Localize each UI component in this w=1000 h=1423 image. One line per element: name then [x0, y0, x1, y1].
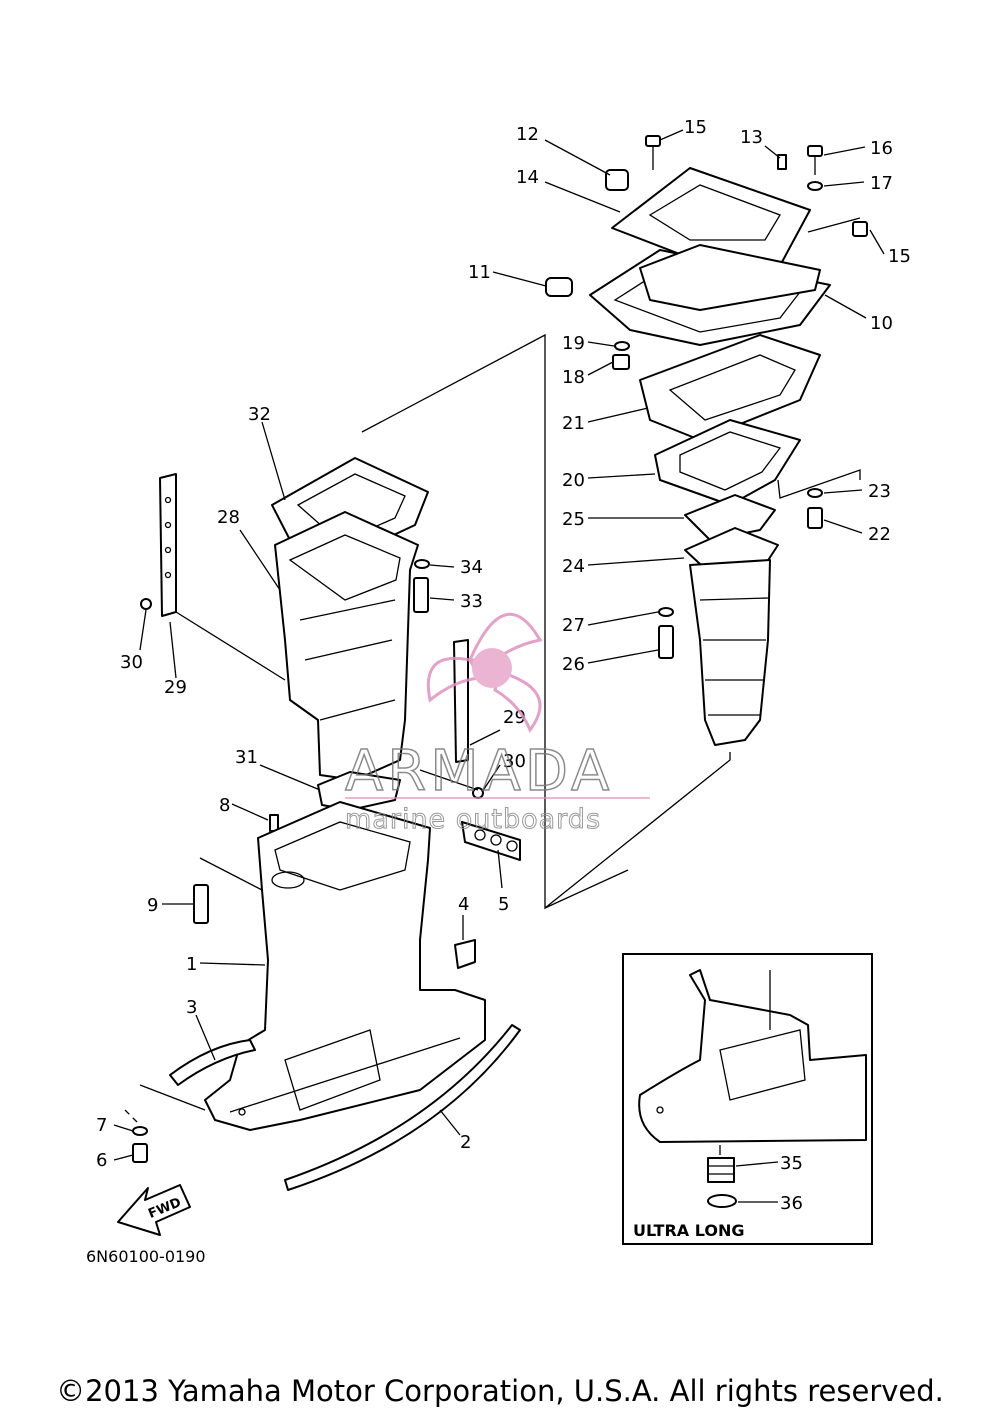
label-29-left: 29: [164, 677, 187, 698]
copyright-notice: ©2013 Yamaha Motor Corporation, U.S.A. A…: [56, 1374, 944, 1408]
label-10: 10: [870, 313, 893, 334]
propeller-logo-icon: [426, 612, 543, 734]
label-6: 6: [96, 1150, 107, 1171]
bolt-15-top: [645, 135, 661, 147]
watermark-brand: ARMADA: [345, 739, 613, 804]
label-19: 19: [562, 333, 585, 354]
label-17: 17: [870, 173, 893, 194]
drawing-code: 6N60100-0190: [86, 1247, 206, 1266]
label-15-top: 15: [684, 117, 707, 138]
pin-8: [269, 814, 279, 832]
washer-7: [132, 1126, 148, 1136]
hardware-bottom: [132, 1126, 148, 1163]
label-13: 13: [740, 127, 763, 148]
reference-lines: [124, 217, 861, 1126]
part-35: [707, 1157, 735, 1183]
pin-13: [777, 154, 787, 170]
label-15-right: 15: [888, 246, 911, 267]
label-32: 32: [248, 404, 271, 425]
label-5: 5: [498, 894, 509, 915]
grommet-11: [545, 277, 573, 297]
mount-rails: [140, 473, 484, 799]
grommet-4: [454, 939, 476, 969]
label-28: 28: [217, 507, 240, 528]
label-30-left: 30: [120, 652, 143, 673]
label-26: 26: [562, 654, 585, 675]
washer-27: [658, 607, 674, 617]
nut-18: [612, 354, 630, 370]
exhaust-guide-20: [654, 419, 801, 506]
bolt-9: [193, 884, 209, 924]
label-8: 8: [219, 795, 230, 816]
upper-casing-28: [274, 511, 419, 781]
label-16: 16: [870, 138, 893, 159]
panel-3: [169, 1039, 256, 1086]
bolt-33: [413, 577, 429, 613]
label-30-center: 30: [503, 751, 526, 772]
hardware-center: [193, 559, 521, 969]
label-1: 1: [186, 954, 197, 975]
label-3: 3: [186, 997, 197, 1018]
armada-watermark: ARMADA marine outboards: [344, 612, 650, 836]
sensor-12: [605, 169, 629, 191]
label-24: 24: [562, 556, 585, 577]
bolt-6: [132, 1143, 148, 1163]
label-21: 21: [562, 413, 585, 434]
washer-34: [414, 559, 430, 569]
upper-casing-1: [204, 801, 486, 1131]
rail-29-center: [453, 639, 469, 763]
bolt-26: [658, 625, 674, 659]
label-9: 9: [147, 895, 158, 916]
bolt-22: [807, 507, 823, 529]
washer-30-left: [140, 598, 152, 610]
panel-2: [284, 1024, 521, 1191]
label-11: 11: [468, 262, 491, 283]
label-14: 14: [516, 167, 539, 188]
leaders: [113, 129, 885, 1161]
gasket-31: [317, 771, 401, 811]
label-4: 4: [458, 894, 469, 915]
label-34: 34: [460, 557, 483, 578]
label-33: 33: [460, 591, 483, 612]
label-27: 27: [562, 615, 585, 636]
washer-23: [807, 488, 823, 498]
label-2: 2: [460, 1132, 471, 1153]
label-35: 35: [780, 1153, 803, 1174]
label-23: 23: [868, 481, 891, 502]
label-22: 22: [868, 524, 891, 545]
label-18: 18: [562, 367, 585, 388]
washer-17: [807, 181, 823, 191]
label-36: 36: [780, 1193, 803, 1214]
ultra-long-inset: 35 36 ULTRA LONG: [622, 953, 873, 1245]
label-20: 20: [562, 470, 585, 491]
exhaust-guide-assembly: [589, 167, 831, 746]
inset-label: ULTRA LONG: [633, 1221, 744, 1240]
upper-casing-assembly: [271, 457, 429, 811]
bolt-15-right: [852, 221, 868, 237]
label-25: 25: [562, 509, 585, 530]
fwd-arrow: FWD: [117, 1184, 191, 1236]
muffler: [689, 559, 771, 746]
watermark-tagline: marine outboards: [345, 804, 601, 835]
label-12: 12: [516, 124, 539, 145]
gasket-25: [684, 494, 776, 541]
ring-36: [707, 1194, 737, 1208]
rail-29-left: [159, 473, 177, 617]
washer-19: [614, 341, 630, 351]
hardware-top: [545, 135, 868, 659]
part-labels: 12 14 15 13 16 17 15 11 10 19 18 21 20 2…: [96, 117, 911, 1171]
label-7: 7: [96, 1115, 107, 1136]
label-31: 31: [235, 747, 258, 768]
bolt-16: [807, 145, 823, 157]
